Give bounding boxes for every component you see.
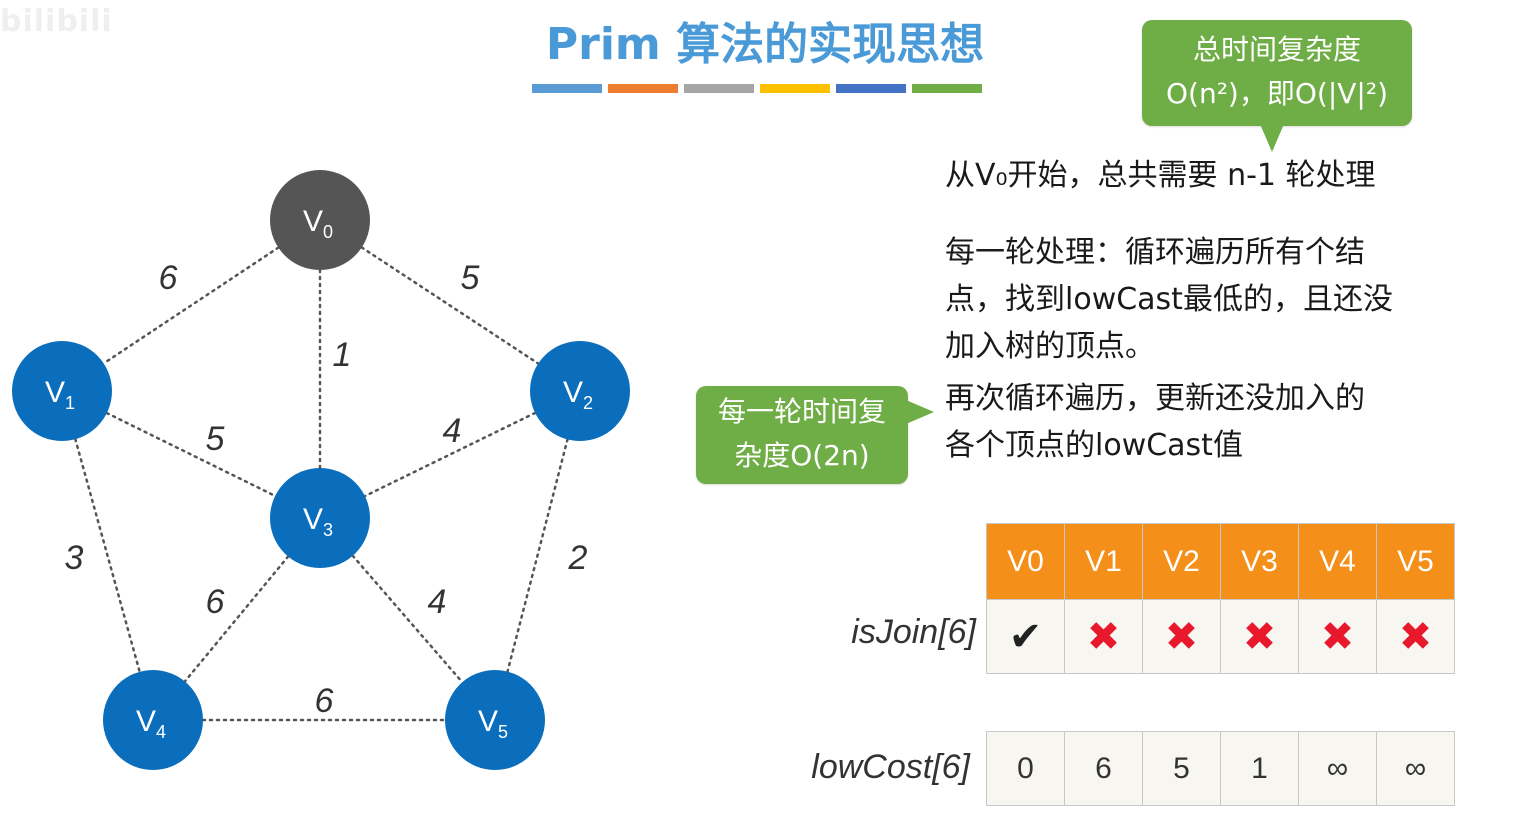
edge-weight: 4: [428, 583, 447, 621]
isjoin-table: ✔ ✖ ✖ ✖ ✖ ✖: [986, 599, 1455, 674]
round-desc-line2: 点，找到lowCast最低的，且还没: [945, 282, 1393, 317]
header-cell: V3: [1220, 523, 1299, 600]
node-circle: [445, 670, 545, 770]
strip-segment: [760, 84, 830, 93]
edge-v3-v4: [183, 555, 290, 683]
node-v4: V4: [103, 670, 203, 770]
node-circle: [103, 670, 203, 770]
node-label-subscript: 3: [323, 520, 333, 540]
edge-v1-v3: [105, 411, 277, 498]
isjoin-cell: ✔: [986, 599, 1065, 674]
lowcost-label: lowCost[6]: [811, 748, 970, 786]
header-cell: V2: [1142, 523, 1221, 600]
edge-weight: 6: [206, 583, 225, 621]
node-v3: V3: [270, 468, 370, 568]
strip-segment: [684, 84, 754, 93]
total-complexity-callout: 总时间复杂度 O(n²)，即O(|V|²): [1142, 20, 1412, 152]
node-label-subscript: 4: [156, 722, 166, 742]
node-label: V5: [478, 705, 508, 742]
edge-weight: 5: [206, 420, 225, 458]
node-v2: V2: [530, 341, 630, 441]
edge-weight: 6: [159, 259, 178, 297]
node-v5: V5: [445, 670, 545, 770]
strip-segment: [608, 84, 678, 93]
edge-v3-v5: [351, 554, 464, 684]
edge-v1-v4: [74, 437, 141, 674]
lowcost-cell: ∞: [1376, 731, 1455, 806]
header-cell: V4: [1298, 523, 1377, 600]
isjoin-cell: ✖: [1142, 599, 1221, 674]
callout-total-line1: 总时间复杂度: [1192, 33, 1361, 66]
node-circle: [530, 341, 630, 441]
isjoin-cell: ✖: [1220, 599, 1299, 674]
edge-v0-v2: [360, 246, 540, 365]
lowcost-table: 0 6 5 1 ∞ ∞: [986, 731, 1455, 806]
strip-segment: [836, 84, 906, 93]
watermark: bilibili: [0, 4, 113, 39]
node-label: V2: [563, 376, 593, 413]
lowcost-cell: 0: [986, 731, 1065, 806]
edge-v2-v5: [506, 438, 569, 673]
edge-weight: 4: [443, 412, 462, 450]
round-complexity-callout: 每一轮时间复 杂度O(2n): [696, 386, 934, 484]
round-desc-line1: 每一轮处理：循环遍历所有个结: [945, 235, 1365, 270]
lowcost-cell: 1: [1220, 731, 1299, 806]
lowcost-cell: 5: [1142, 731, 1221, 806]
isjoin-cell: ✖: [1064, 599, 1143, 674]
node-label-letter: V: [303, 503, 323, 536]
title-color-strip: [532, 84, 982, 93]
slide-title: Prim 算法的实现思想: [545, 19, 985, 70]
node-label-subscript: 1: [65, 393, 75, 413]
vertex-header-table: V0 V1 V2 V3 V4 V5: [986, 523, 1455, 600]
node-label: V3: [303, 503, 333, 540]
callout-round-line2: 杂度O(2n): [734, 439, 870, 472]
edge-v0-v1: [102, 246, 280, 365]
update-desc-line2: 各个顶点的lowCast值: [945, 428, 1243, 463]
lowcost-cell: 6: [1064, 731, 1143, 806]
node-label-subscript: 2: [583, 393, 593, 413]
strip-segment: [912, 84, 982, 93]
node-v1: V1: [12, 341, 112, 441]
edge-weight: 5: [461, 259, 480, 297]
node-label-letter: V: [563, 376, 583, 409]
header-cell: V1: [1064, 523, 1143, 600]
node-label-subscript: 5: [498, 722, 508, 742]
node-label-letter: V: [45, 376, 65, 409]
node-label: V0: [303, 205, 333, 242]
callout-round-line1: 每一轮时间复: [717, 395, 886, 428]
update-desc-line1: 再次循环遍历，更新还没加入的: [945, 381, 1365, 416]
edge-weight: 2: [568, 539, 588, 577]
node-circle: [270, 170, 370, 270]
strip-segment: [532, 84, 602, 93]
isjoin-label: isJoin[6]: [851, 613, 976, 651]
node-label-letter: V: [303, 205, 323, 238]
edge-weight: 1: [333, 336, 352, 374]
header-cell: V0: [986, 523, 1065, 600]
edge-weight: 3: [65, 539, 84, 577]
round-desc-line3: 加入树的顶点。: [945, 329, 1155, 364]
start-description: 从V₀开始，总共需要 n-1 轮处理: [945, 158, 1376, 193]
node-v0: V0: [270, 170, 370, 270]
node-label: V4: [136, 705, 166, 742]
round-description: 每一轮处理：循环遍历所有个结 点，找到lowCast最低的，且还没 加入树的顶点…: [945, 229, 1445, 370]
node-circle: [270, 468, 370, 568]
update-description: 再次循环遍历，更新还没加入的 各个顶点的lowCast值: [945, 375, 1435, 469]
lowcost-cell: ∞: [1298, 731, 1377, 806]
node-circle: [12, 341, 112, 441]
header-cell: V5: [1376, 523, 1455, 600]
isjoin-cell: ✖: [1298, 599, 1377, 674]
node-label-subscript: 0: [323, 222, 333, 242]
isjoin-cell: ✖: [1376, 599, 1455, 674]
edge-weight: 6: [315, 682, 334, 720]
node-label-letter: V: [136, 705, 156, 738]
node-label-letter: V: [478, 705, 498, 738]
callout-total-line2: O(n²)，即O(|V|²): [1166, 77, 1388, 110]
node-label: V1: [45, 376, 75, 413]
